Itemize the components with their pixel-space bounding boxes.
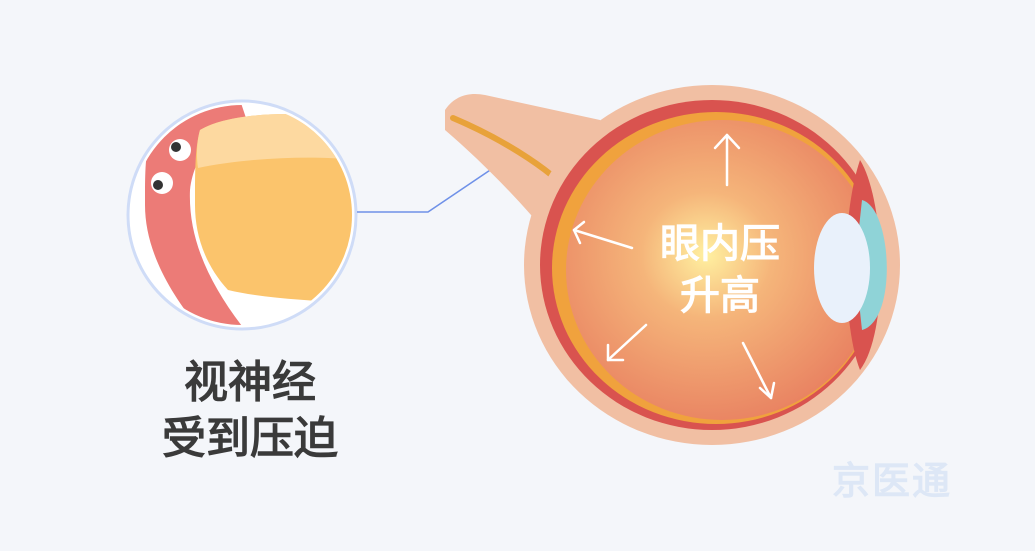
nerve-tissue — [195, 114, 352, 305]
pressure-label-line1: 眼内压 — [660, 221, 780, 267]
compression-label-line1: 视神经 — [184, 357, 316, 408]
pressure-label-line2: 升高 — [680, 273, 760, 319]
arrow-down-left-icon — [606, 323, 648, 362]
lens — [814, 213, 870, 323]
arrow-down-right-icon — [741, 341, 776, 400]
optic-nerve-compression-label: 视神经 受到压迫 — [100, 355, 400, 467]
intraocular-pressure-label: 眼内压 升高 — [610, 218, 830, 322]
eyeball — [524, 85, 900, 445]
arrow-up-icon — [713, 133, 741, 187]
compression-label-line2: 受到压迫 — [162, 413, 338, 464]
nerve-vessel — [145, 105, 250, 325]
watermark-logo: 京医通 — [832, 459, 953, 503]
vitreous-body — [566, 120, 878, 420]
zoom-detail — [126, 99, 358, 331]
arrow-left-icon — [572, 220, 634, 250]
